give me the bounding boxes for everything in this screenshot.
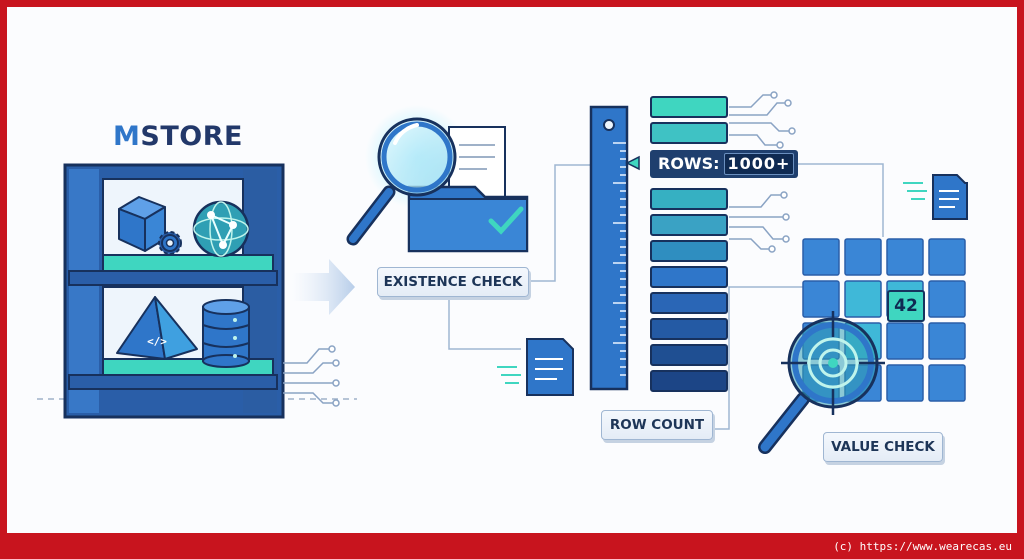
- grid-cell: [886, 322, 924, 360]
- target-magnifier-icon: [758, 311, 885, 454]
- existence-check-label: EXISTENCE CHECK: [377, 267, 529, 297]
- data-row-bar: [650, 214, 728, 236]
- grid-cell: [802, 238, 840, 276]
- diagram-canvas: </>: [7, 7, 1017, 533]
- rows-count-badge: ROWS:1000+: [650, 150, 798, 178]
- highlighted-cell-value: 42: [887, 290, 925, 322]
- circuit-traces-shelf: [283, 345, 340, 407]
- data-row-bar: [650, 318, 728, 340]
- rows-value: 1000+: [723, 153, 795, 175]
- folder-search-icon: [346, 105, 529, 253]
- rows-connector: [798, 163, 884, 237]
- data-row-bar: [650, 266, 728, 288]
- data-row-bar: [650, 292, 728, 314]
- mstore-title: MSTORE: [113, 121, 243, 152]
- data-row-bar: [650, 122, 728, 144]
- gear-icon: [158, 231, 182, 255]
- title-initial: M: [113, 121, 141, 152]
- diagram-artwork: </>: [37, 91, 968, 454]
- grid-cell: [928, 238, 966, 276]
- pyramid-code-icon: </>: [116, 296, 198, 360]
- row-count-label: ROW COUNT: [601, 410, 713, 440]
- data-row-bar: [650, 240, 728, 262]
- grid-cell: [928, 322, 966, 360]
- grid-cell: [886, 364, 924, 402]
- ruler-icon: [589, 105, 640, 391]
- existence-connectors: [448, 164, 607, 350]
- row-count-connector: [711, 286, 807, 430]
- grid-cell: [928, 280, 966, 318]
- data-row-bar: [650, 370, 728, 392]
- flow-arrow: [292, 259, 355, 315]
- grid-cell: [802, 280, 840, 318]
- data-row-bar: [650, 344, 728, 366]
- code-symbol: </>: [147, 335, 167, 348]
- document-icon-2: [903, 174, 968, 220]
- grid-cell: [928, 364, 966, 402]
- row-stack: [650, 96, 728, 392]
- grid-cell: [886, 238, 924, 276]
- data-row-bar: [650, 96, 728, 118]
- data-row-bar: [650, 188, 728, 210]
- grid-cell: [844, 238, 882, 276]
- grid-cell: [844, 280, 882, 318]
- database-icon: [202, 299, 250, 368]
- circuit-traces-rows: [729, 91, 796, 253]
- network-globe-icon: [192, 200, 250, 258]
- mstore-shelf-icon: [63, 163, 285, 419]
- document-icon: [497, 338, 574, 396]
- copyright-footer: (c) https://www.wearecas.eu: [833, 540, 1012, 553]
- rows-prefix: ROWS:: [658, 154, 720, 173]
- title-rest: STORE: [140, 121, 243, 152]
- value-check-label: VALUE CHECK: [823, 432, 943, 462]
